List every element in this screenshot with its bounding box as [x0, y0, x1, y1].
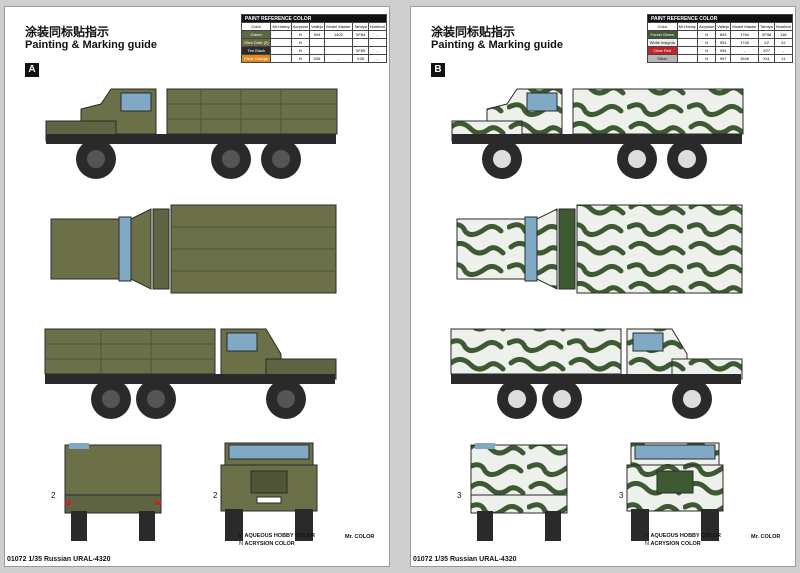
legend-acrysion: ACRYSION COLOR	[244, 541, 295, 547]
legend: H AQUEOUS HOBBY COLOR N ACRYSION COLOR	[645, 533, 722, 547]
col-acrysion: Acrysion	[696, 22, 717, 31]
footer-code: 01072 1/35 Russian URAL-4320	[7, 556, 111, 563]
table-header: PAINT REFERENCE COLOR	[647, 14, 793, 23]
col-vallejo: Vallejo	[309, 22, 325, 31]
paint-reference-table: PAINT REFERENCE COLOR Color Mr.Hobby Acr…	[240, 14, 388, 63]
paint-reference-table: PAINT REFERENCE COLOR Color Mr.Hobby Acr…	[647, 14, 794, 63]
reference-number: 3	[619, 491, 624, 500]
color-swatch: Clear Orange	[240, 54, 272, 63]
col-color: Color	[647, 22, 678, 31]
title-chinese: 涂装同标贴指示	[25, 25, 110, 39]
truck-side-view-left	[45, 88, 338, 179]
instruction-sheet-a: 涂装同标贴指示 Painting & Marking guide A PAINT…	[4, 6, 390, 567]
truck-side-view-left-camo	[451, 88, 744, 179]
table-row: Tire Black N XF85 -	[240, 46, 388, 55]
table-row: Silver N 997 1546 X11 11	[647, 54, 794, 63]
table-row: Forest Green N 893 1764 XF58 116	[647, 30, 794, 39]
instruction-sheet-b: 涂装同标贴指示 Painting & Marking guide B PAINT…	[410, 6, 796, 567]
table-header: PAINT REFERENCE COLOR	[241, 14, 387, 23]
table-row: Green N 904 1402 XF84 -	[240, 30, 388, 39]
col-modelmaster: Model Master	[323, 22, 354, 31]
col-vallejo: Vallejo	[715, 22, 731, 31]
table-row: Olive Drab (2) N	[240, 38, 388, 47]
legend-hobby: AQUEOUS HOBBY COLOR	[650, 533, 722, 539]
legend-acrysion: ACRYSION COLOR	[650, 541, 701, 547]
footer-code: 01072 1/35 Russian URAL-4320	[413, 556, 517, 563]
col-acrysion: Acrysion	[290, 22, 311, 31]
truck-side-view-right	[44, 328, 337, 419]
color-swatch: Forest Green	[647, 30, 678, 39]
truck-side-view-right-camo	[450, 328, 743, 419]
col-humbrol: Humbrol	[367, 22, 388, 31]
col-humbrol: Humbrol	[773, 22, 794, 31]
col-modelmaster: Model Master	[729, 22, 760, 31]
color-swatch: White Insignia	[647, 38, 678, 47]
reference-number: 2	[51, 491, 56, 500]
col-mrhobby: Mr.Hobby	[676, 22, 698, 31]
title-english: Painting & Marking guide	[25, 39, 158, 51]
truck-front-view-camo	[626, 442, 724, 541]
legend-hobby: AQUEOUS HOBBY COLOR	[244, 533, 316, 539]
truck-rear-view	[64, 443, 162, 541]
col-tamiya: Tamiya	[352, 22, 369, 31]
col-tamiya: Tamiya	[758, 22, 775, 31]
truck-top-view	[50, 204, 337, 294]
truck-rear-view-camo	[470, 443, 568, 541]
reference-number: 3	[457, 491, 462, 500]
title-chinese: 涂装同标贴指示	[431, 25, 516, 39]
title-english: Painting & Marking guide	[431, 39, 564, 51]
col-mrhobby: Mr.Hobby	[270, 22, 292, 31]
color-swatch: Clear Red	[647, 46, 678, 55]
truck-top-view-camo	[456, 204, 743, 294]
scheme-label: B	[431, 63, 445, 77]
table-row: Clear Red N 934 - X27 -	[647, 46, 794, 55]
table-row: White Insignia N 951 1745 X2 22	[647, 38, 794, 47]
reference-number: 2	[213, 491, 218, 500]
col-color: Color	[240, 22, 272, 31]
legend-mr-color: Mr. COLOR	[751, 534, 781, 540]
color-swatch: Green	[240, 30, 272, 39]
table-row: Clear Orange N 935 - X26 -	[240, 54, 388, 63]
color-swatch: Olive Drab (2)	[240, 38, 272, 47]
legend-mr-color: Mr. COLOR	[345, 534, 375, 540]
scheme-label: A	[25, 63, 39, 77]
color-swatch: Tire Black	[240, 46, 272, 55]
legend: H AQUEOUS HOBBY COLOR N ACRYSION COLOR	[239, 533, 316, 547]
color-swatch: Silver	[647, 54, 678, 63]
truck-front-view	[220, 442, 318, 541]
